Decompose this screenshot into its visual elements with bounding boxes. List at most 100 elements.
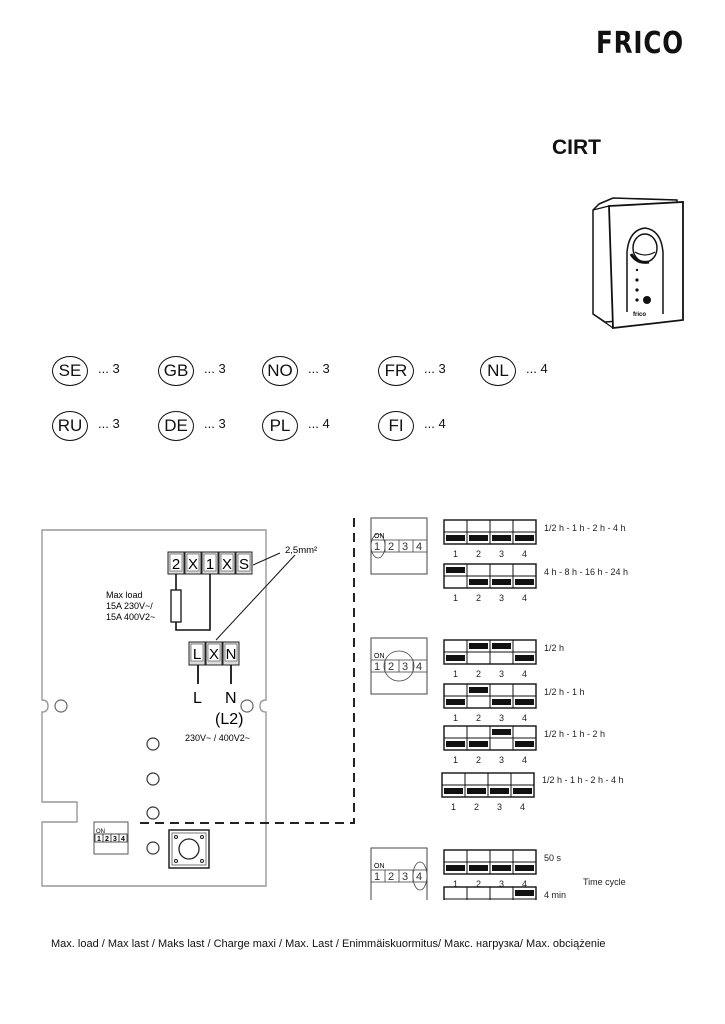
language-item-fi[interactable]: FI... 4 xyxy=(378,411,446,441)
on-label: ON xyxy=(374,533,385,540)
terminal-label: X xyxy=(222,556,232,573)
switch-lever-off xyxy=(492,865,511,871)
switch-lever-off xyxy=(515,535,534,541)
switch-number: 3 xyxy=(499,549,504,559)
language-code-badge: SE xyxy=(52,356,88,386)
on-label: ON xyxy=(374,863,385,870)
language-page-ref: ... 3 xyxy=(204,415,226,431)
language-item-nl[interactable]: NL... 4 xyxy=(480,356,548,386)
switch-lever-off xyxy=(515,655,534,661)
language-item-pl[interactable]: PL... 4 xyxy=(262,411,330,441)
setting-label: 1/2 h - 1 h - 2 h - 4 h xyxy=(544,523,626,533)
switch-number: 2 xyxy=(476,669,481,679)
switch-number: 4 xyxy=(520,802,525,812)
switch-number: 1 xyxy=(374,661,380,673)
language-page-ref: ... 3 xyxy=(204,360,226,376)
supply-l-label: L xyxy=(193,690,202,707)
switch-number: 3 xyxy=(402,871,408,883)
switch-lever-off xyxy=(515,741,534,747)
switch-number: 4 xyxy=(522,879,527,889)
language-item-se[interactable]: SE ... 3 xyxy=(52,356,120,386)
switch-number: 2 xyxy=(476,549,481,559)
load-resistor-icon xyxy=(170,589,182,623)
led-hole xyxy=(146,806,160,820)
model-title: CIRT xyxy=(552,136,601,159)
mounting-hole xyxy=(54,699,68,713)
switch-lever-off xyxy=(490,788,509,794)
max-load-line: 15A 400V2~ xyxy=(106,612,155,622)
terminal-blank: X xyxy=(218,551,236,575)
switch-number: 3 xyxy=(402,541,408,553)
switch-number: 3 xyxy=(402,661,408,673)
language-item-fr[interactable]: FR... 3 xyxy=(378,356,446,386)
terminal-label: X xyxy=(209,646,219,663)
switch-number: 2 xyxy=(474,802,479,812)
setting-label: 1/2 h - 1 h - 2 h xyxy=(544,729,605,739)
switch-number: 2 xyxy=(476,879,481,889)
switch-lever-on xyxy=(469,643,488,649)
switch-lever-off xyxy=(492,535,511,541)
dashed-connector xyxy=(137,518,355,824)
language-page-ref: ... 4 xyxy=(308,415,330,431)
pcb-dip-number: 1 xyxy=(97,836,101,843)
time-cycle-caption: Time cycle xyxy=(583,877,626,887)
switch-lever-off xyxy=(469,741,488,747)
switch-lever-off xyxy=(513,788,532,794)
knob-icon xyxy=(632,233,658,263)
language-page-ref: ... 3 xyxy=(308,360,330,376)
switch-number: 1 xyxy=(451,802,456,812)
switch-number: 4 xyxy=(416,541,422,553)
language-item-ru[interactable]: RU ... 3 xyxy=(52,411,120,441)
switch-number: 3 xyxy=(499,593,504,603)
switch-number: 1 xyxy=(374,541,380,553)
terminal-label: N xyxy=(226,646,237,663)
switch-number: 1 xyxy=(453,879,458,889)
thermostat-front xyxy=(608,201,684,330)
led-hole xyxy=(146,841,160,855)
switch-number: 3 xyxy=(499,713,504,723)
supply-n-label: N xyxy=(225,690,237,707)
language-item-no[interactable]: NO... 3 xyxy=(262,356,330,386)
language-page-ref: ... 3 xyxy=(98,415,120,431)
switch-lever-off xyxy=(469,579,488,585)
terminal-blank: X xyxy=(205,641,223,666)
switch-number: 2 xyxy=(388,541,394,553)
language-item-gb[interactable]: GB... 3 xyxy=(158,356,226,386)
push-button xyxy=(168,829,210,869)
terminal-1: 1 xyxy=(201,551,219,575)
switch-lever-off xyxy=(446,865,465,871)
switch-number: 3 xyxy=(499,755,504,765)
switch-number: 3 xyxy=(499,669,504,679)
terminal-s: S xyxy=(235,551,253,575)
setting-label: 1/2 h - 1 h xyxy=(544,687,585,697)
switch-lever-off xyxy=(515,699,534,705)
on-label: ON xyxy=(374,653,385,660)
switch-number: 1 xyxy=(453,549,458,559)
supply-l2-label: (L2) xyxy=(215,711,243,728)
supply-voltage-label: 230V~ / 400V2~ xyxy=(185,733,250,743)
switch-number: 2 xyxy=(388,661,394,673)
language-code-badge: RU xyxy=(52,411,88,441)
language-page-ref: ... 3 xyxy=(98,360,120,376)
switch-lever-on xyxy=(492,643,511,649)
terminal-label: S xyxy=(239,556,249,573)
pcb-dip-number: 3 xyxy=(113,836,117,843)
language-item-de[interactable]: DE... 3 xyxy=(158,411,226,441)
pcb-outline xyxy=(41,529,267,887)
switch-number: 2 xyxy=(476,713,481,723)
language-code-badge: FI xyxy=(378,411,414,441)
switch-number: 3 xyxy=(497,802,502,812)
switch-lever-off xyxy=(446,699,465,705)
terminal-blank: X xyxy=(184,551,202,575)
